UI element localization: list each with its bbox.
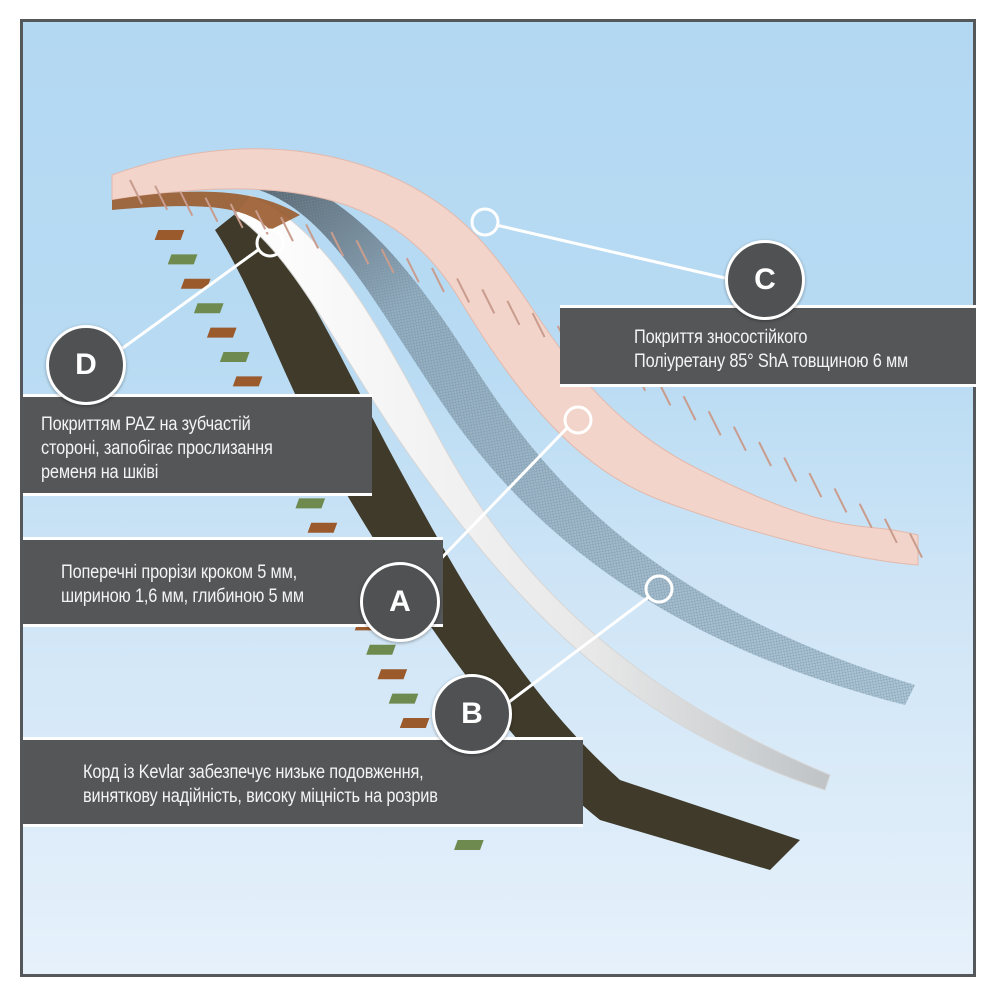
badge-B: B bbox=[432, 674, 512, 754]
belt-tooth bbox=[399, 718, 430, 728]
callout-A-line-2: шириною 1,6 мм, глибиною 5 мм bbox=[61, 586, 304, 607]
transverse-slot bbox=[481, 288, 496, 314]
callout-C-line-1: Покриття зносостійкого bbox=[634, 327, 808, 348]
callout-A-line-1: Поперечні прорізи кроком 5 мм, bbox=[61, 562, 298, 583]
transverse-slot bbox=[431, 267, 445, 293]
belt-tooth bbox=[388, 693, 419, 704]
callout-C-line-2: Поліуретану 85° ShA товщиною 6 мм bbox=[634, 351, 909, 372]
transverse-slot bbox=[330, 231, 345, 257]
transverse-slot bbox=[506, 300, 521, 326]
transverse-slot bbox=[783, 457, 798, 483]
belt-tooth bbox=[307, 522, 338, 533]
callout-B-line-1: Корд із Kevlar забезпечує низьке подовже… bbox=[83, 762, 424, 783]
transverse-slot bbox=[154, 185, 169, 211]
belt-tooth bbox=[295, 498, 326, 509]
leader-points bbox=[255, 207, 674, 604]
belt-tooth bbox=[154, 230, 185, 240]
transverse-slot bbox=[808, 472, 823, 498]
transverse-slot bbox=[355, 239, 370, 265]
belt-tooth bbox=[193, 303, 224, 314]
pointer-ring-C bbox=[470, 207, 500, 237]
callout-D-line-1: Покриттям PAZ на зубчастій bbox=[41, 414, 251, 435]
transverse-slot bbox=[280, 216, 294, 242]
transverse-slot bbox=[707, 410, 722, 436]
belt-tooth bbox=[366, 644, 396, 655]
transverse-slot bbox=[682, 395, 697, 421]
transverse-slot bbox=[456, 277, 470, 303]
belt-tooth bbox=[180, 278, 211, 289]
belt-tooth bbox=[232, 376, 263, 387]
pointer-ring-D bbox=[255, 228, 285, 258]
belt-tooth bbox=[167, 254, 198, 265]
callout-band-B: Корд із Kevlar забезпечує низьке подовже… bbox=[23, 737, 583, 827]
mesh-layer-A bbox=[235, 170, 915, 705]
transverse-slot bbox=[732, 426, 747, 452]
transverse-slot bbox=[229, 203, 244, 229]
transverse-slot bbox=[405, 257, 420, 283]
transverse-slot bbox=[858, 503, 873, 529]
badge-A: A bbox=[360, 562, 440, 642]
transverse-slot bbox=[758, 441, 772, 467]
pointer-ring-A bbox=[563, 405, 593, 435]
pointer-ring-B bbox=[644, 574, 674, 604]
transverse-slot bbox=[883, 518, 898, 544]
belt-tooth bbox=[377, 669, 408, 680]
transverse-slot bbox=[909, 533, 923, 558]
callout-D-line-2: стороні, запобігає прослизання bbox=[41, 438, 273, 459]
transverse-slot bbox=[129, 179, 143, 205]
badge-D: D bbox=[46, 325, 126, 405]
leader-lines bbox=[119, 223, 726, 707]
transverse-slot bbox=[305, 223, 320, 249]
transverse-slot bbox=[380, 248, 395, 274]
transverse-slot bbox=[204, 197, 219, 223]
callout-band-D: Покриттям PAZ на зубчастій стороні, запо… bbox=[23, 394, 372, 496]
transverse-slot bbox=[179, 191, 194, 217]
callout-B-line-2: виняткову надійність, високу міцність на… bbox=[83, 786, 438, 807]
transverse-slot bbox=[833, 488, 848, 513]
callout-D-line-3: ременя на шківі bbox=[41, 462, 159, 483]
belt-tooth bbox=[219, 352, 250, 362]
badge-C: C bbox=[725, 240, 805, 320]
belt-tooth bbox=[206, 327, 237, 338]
belt-tooth bbox=[454, 840, 484, 850]
transverse-slot bbox=[531, 312, 546, 338]
